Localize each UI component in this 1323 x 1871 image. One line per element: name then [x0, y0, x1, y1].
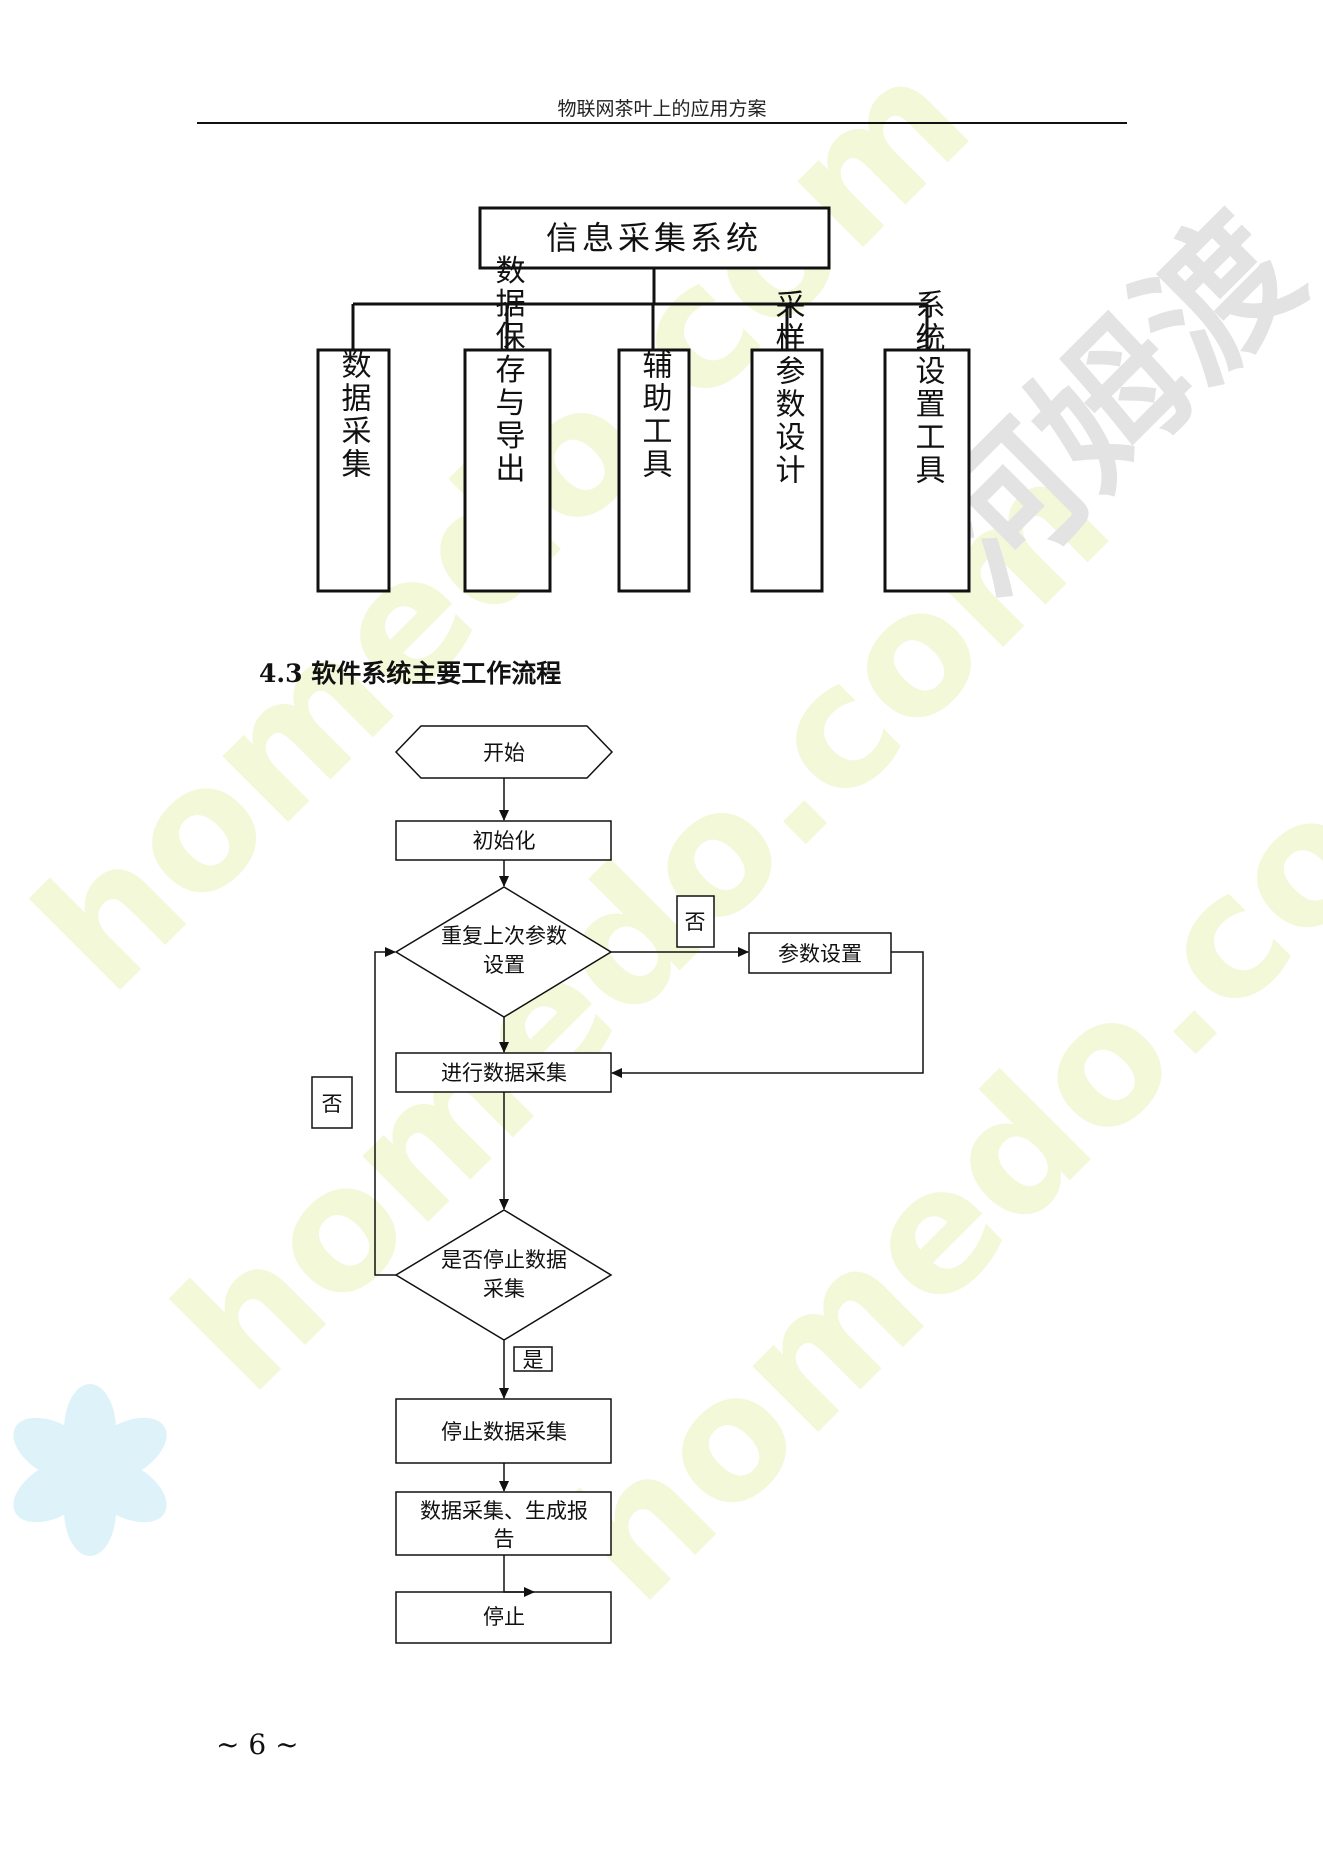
org-child-label-1: 数据采集 — [336, 349, 372, 481]
yes-label: 是 — [523, 1348, 544, 1372]
no-label-box-2 — [311, 1076, 353, 1129]
param-setting-node — [748, 932, 892, 974]
page-number: ~ 6 ~ — [216, 1728, 299, 1761]
no-label-2: 否 — [322, 1092, 343, 1116]
org-root-box — [478, 206, 831, 270]
stop-collect-label: 停止数据采集 — [441, 1420, 567, 1444]
org-child-box-2 — [463, 348, 552, 593]
section-heading: 4.3 软件系统主要工作流程 — [259, 659, 562, 688]
decision-repeat-label-2: 设置 — [483, 953, 525, 977]
org-child-box-4 — [750, 348, 824, 593]
page-header-title: 物联网茶叶上的应用方案 — [557, 98, 767, 120]
org-child-box-3 — [617, 348, 691, 593]
report-label-2: 告 — [494, 1527, 515, 1551]
header-rule — [197, 122, 1127, 124]
stop-collect-node — [395, 1398, 612, 1464]
end-node — [395, 1591, 612, 1644]
org-child-label-3: 辅助工具 — [637, 349, 672, 481]
init-label: 初始化 — [473, 829, 536, 853]
no-label-box-1 — [676, 895, 715, 948]
no-label-1: 否 — [685, 910, 706, 934]
decision-stop-label-2: 采集 — [483, 1277, 525, 1301]
start-label: 开始 — [483, 741, 525, 765]
init-node — [395, 820, 612, 861]
org-root-label: 信息采集系统 — [546, 219, 762, 257]
org-child-box-5 — [883, 348, 971, 593]
org-chart: 信息采集系统 数据采集 数据保存与导出 辅助工具 采样参数设计 系统设置工具 — [316, 206, 971, 593]
decision-repeat-label-1: 重复上次参数 — [441, 924, 567, 948]
org-child-label-2: 数据保存与导出 — [490, 255, 526, 486]
collect-label: 进行数据采集 — [441, 1061, 567, 1085]
edge-report-end — [503, 1555, 535, 1597]
report-node — [395, 1491, 612, 1556]
decision-stop-node — [394, 1209, 613, 1341]
end-label: 停止 — [483, 1605, 525, 1629]
report-label-1: 数据采集、生成报 — [420, 1499, 588, 1523]
start-node — [394, 725, 614, 779]
edge-loop-back — [374, 947, 396, 1276]
org-child-label-4: 采样参数设计 — [770, 289, 806, 487]
edge-param-collect — [611, 951, 924, 1078]
yes-label-box — [513, 1346, 553, 1372]
org-child-box-1 — [316, 348, 391, 593]
param-setting-label: 参数设置 — [778, 942, 862, 966]
decision-stop-label-1: 是否停止数据 — [441, 1248, 567, 1272]
org-child-label-5: 系统设置工具 — [910, 289, 946, 487]
decision-repeat-node — [394, 886, 613, 1018]
